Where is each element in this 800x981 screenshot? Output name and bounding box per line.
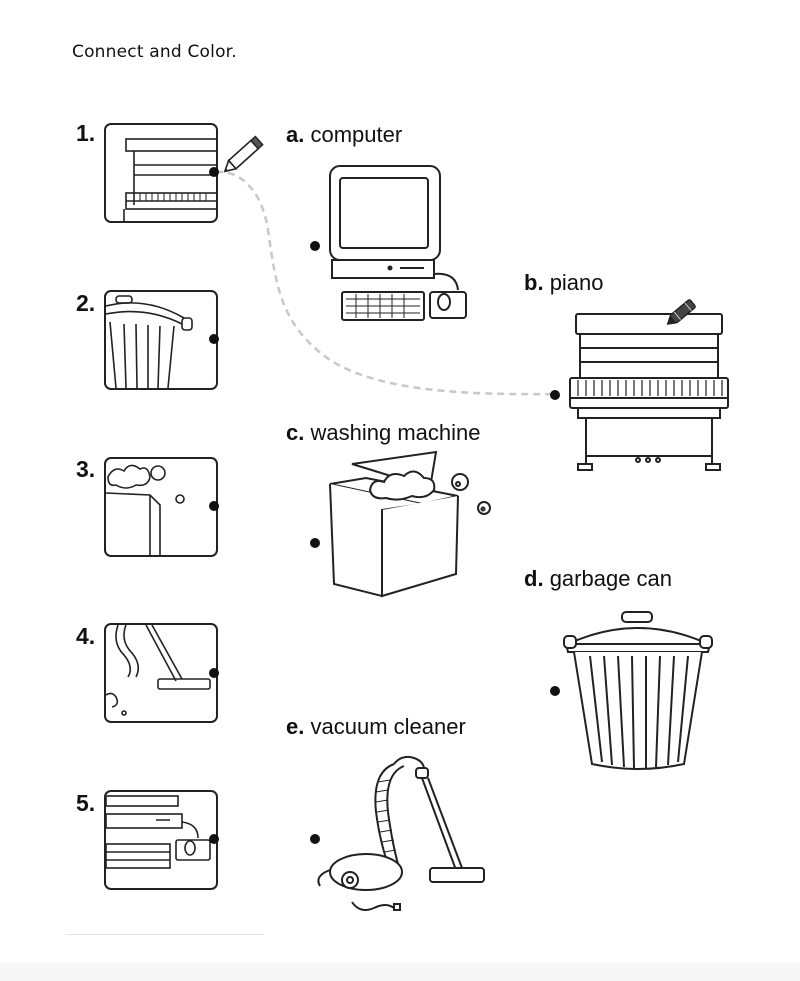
option-c-letter: c.: [286, 420, 305, 445]
option-e-text: vacuum cleaner: [310, 714, 466, 739]
item-4-dot[interactable]: [209, 668, 219, 678]
option-d-dot[interactable]: [550, 686, 560, 696]
item-number-1: 1.: [76, 120, 96, 146]
option-c-dot[interactable]: [310, 538, 320, 548]
piano-illustration: [566, 306, 732, 476]
item-5-dot[interactable]: [209, 834, 219, 844]
option-b-letter: b.: [524, 270, 544, 295]
option-e-letter: e.: [286, 714, 305, 739]
option-c-label: c. washing machine: [286, 420, 480, 446]
item-3-dot[interactable]: [209, 501, 219, 511]
page-bottom-band: [0, 962, 800, 981]
instruction-text: Connect and Color.: [72, 42, 237, 62]
item-1-dot[interactable]: [209, 167, 219, 177]
option-d-text: garbage can: [549, 566, 673, 591]
option-d-letter: d.: [524, 566, 544, 591]
option-e-label: e. vacuum cleaner: [286, 714, 466, 740]
option-a-letter: a.: [286, 122, 305, 147]
thumb-vacuum-cleaner: [104, 623, 218, 723]
crayon-icon: [660, 292, 704, 332]
option-c-text: washing machine: [310, 420, 481, 445]
thumb-washing-machine: [104, 457, 218, 557]
option-a-text: computer: [310, 122, 403, 147]
item-number-5: 5.: [76, 790, 96, 816]
item-2-dot[interactable]: [209, 334, 219, 344]
option-a-dot[interactable]: [310, 241, 320, 251]
item-number-4: 4.: [76, 623, 96, 649]
item-number-3: 3.: [76, 456, 96, 482]
option-b-text: piano: [549, 270, 604, 295]
option-b-label: b. piano: [524, 270, 604, 296]
washing-machine-illustration: [326, 448, 496, 600]
option-e-dot[interactable]: [310, 834, 320, 844]
thumb-garbage-can: [104, 290, 218, 390]
pencil-icon: [222, 131, 270, 175]
item-number-2: 2.: [76, 290, 96, 316]
footer-divider: [66, 934, 264, 935]
garbage-can-illustration: [562, 610, 714, 774]
option-b-dot[interactable]: [550, 390, 560, 400]
computer-illustration: [326, 160, 476, 330]
option-a-label: a. computer: [286, 122, 402, 148]
thumb-computer: [104, 790, 218, 890]
thumb-piano: [104, 123, 218, 223]
vacuum-cleaner-illustration: [310, 752, 490, 922]
option-d-label: d. garbage can: [524, 566, 672, 592]
